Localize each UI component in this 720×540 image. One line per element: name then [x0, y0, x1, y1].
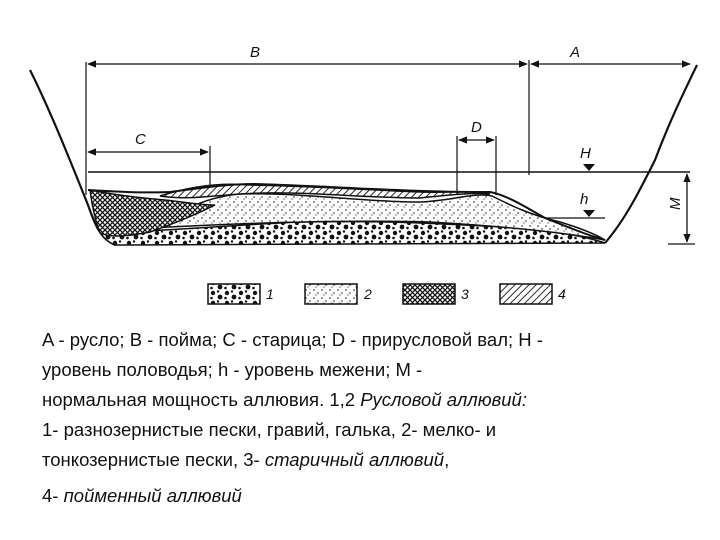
caption-line-6-text: 4- [42, 485, 64, 506]
caption-line-1: A - русло; B - пойма; С - старица; D - п… [42, 325, 692, 355]
legend-swatch-4 [500, 284, 552, 304]
low-water-marker-icon [583, 210, 595, 217]
legend-swatch-1 [208, 284, 260, 304]
caption-channel-alluvium: Русловой аллювий: [360, 389, 527, 410]
caption-line-5: тонкозернистые пески, 3- старичный аллюв… [42, 445, 692, 475]
caption-line-3-text: нормальная мощность аллювия. 1,2 [42, 389, 360, 410]
label-a: A [569, 44, 580, 61]
legend-label-3: 3 [461, 286, 469, 302]
caption-oxbow-alluvium: старичный аллювий [265, 449, 444, 470]
caption-floodplain-alluvium: пойменный аллювий [64, 485, 242, 506]
caption-line-6: 4- пойменный аллювий [42, 481, 692, 511]
label-b: B [250, 44, 260, 61]
caption-line-5-end: , [444, 449, 449, 470]
label-h-flood: H [580, 145, 591, 162]
legend-label-2: 2 [363, 286, 372, 302]
legend: 1 2 3 4 [208, 284, 566, 304]
label-h-low: h [580, 191, 588, 208]
label-c: C [135, 131, 146, 148]
caption-line-4: 1- разнозернистые пески, гравий, галька,… [42, 415, 692, 445]
caption: A - русло; B - пойма; С - старица; D - п… [42, 325, 692, 511]
caption-line-5-text: тонкозернистые пески, 3- [42, 449, 265, 470]
legend-swatch-3 [403, 284, 455, 304]
flood-level-marker-icon [583, 164, 595, 171]
label-m: M [667, 197, 684, 210]
caption-line-3: нормальная мощность аллювия. 1,2 Руслово… [42, 385, 692, 415]
label-d: D [471, 119, 482, 136]
alluvium-cross-section-diagram: B A C D H h M 1 2 3 4 [0, 0, 720, 320]
valley-right-slope [605, 65, 697, 243]
caption-line-2: уровень половодья; h - уровень межени; М… [42, 355, 692, 385]
legend-label-1: 1 [266, 286, 274, 302]
legend-swatch-2 [305, 284, 357, 304]
legend-label-4: 4 [558, 286, 566, 302]
